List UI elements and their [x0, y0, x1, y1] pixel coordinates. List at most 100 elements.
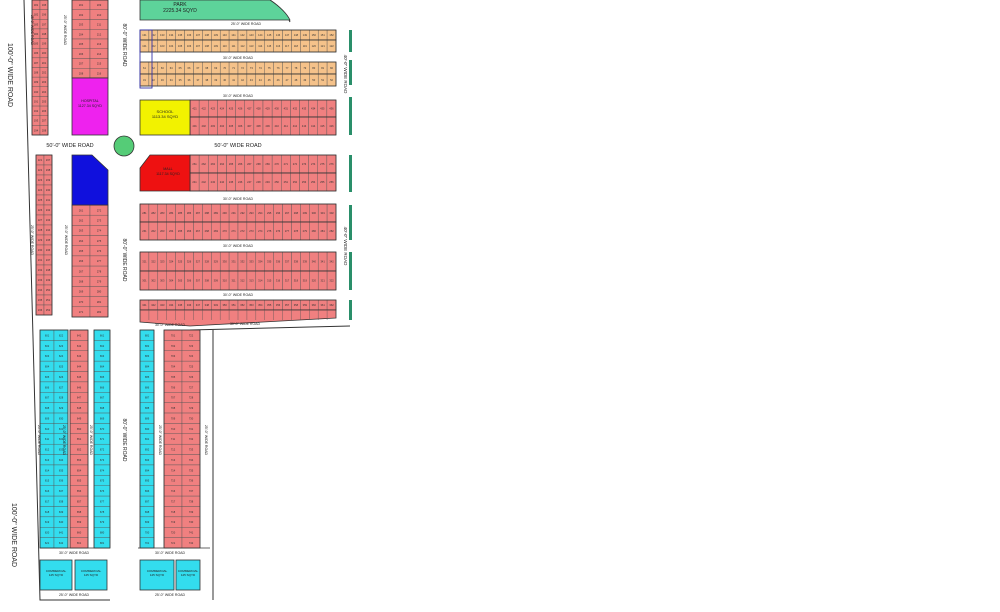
- plot-number: 312: [240, 279, 245, 283]
- plot-number: 336: [276, 260, 281, 264]
- road-label: 50'-0" WIDE ROAD: [46, 143, 93, 149]
- plot-number: 43: [250, 78, 253, 82]
- plot-number: 187: [34, 61, 39, 65]
- plot-number: 42: [241, 78, 244, 82]
- plot-number: 269: [79, 290, 84, 294]
- plot-number: 50: [312, 78, 315, 82]
- plot-number: 247: [247, 180, 252, 184]
- plot-number: 232: [38, 268, 43, 272]
- plot-number: 401: [192, 124, 197, 128]
- plot-number: 655: [77, 479, 82, 483]
- plot-number: 343: [160, 303, 165, 307]
- plot-number: 297: [285, 211, 290, 215]
- plot-number: 37: [196, 78, 199, 82]
- plot-number: 402: [202, 124, 207, 128]
- plot-number: 319: [303, 279, 308, 283]
- plot-number: 685: [145, 375, 150, 379]
- plot-number: 66: [188, 66, 191, 70]
- plot-number: 330: [222, 260, 227, 264]
- plot-number: 290: [222, 211, 227, 215]
- plot-number: 327: [196, 260, 201, 264]
- road-label: 25'-0" WIDE ROAD: [204, 425, 208, 456]
- plot-number: 630: [59, 416, 64, 420]
- plot-number: 615: [45, 479, 50, 483]
- plot-number: 276: [329, 162, 334, 166]
- plot-number: 344: [169, 303, 174, 307]
- road-label: 25'-0" WIDE ROAD: [63, 15, 67, 46]
- plot-number: 136: [187, 33, 192, 37]
- plot-number: 281: [320, 229, 325, 233]
- plot-number: 121: [320, 44, 325, 48]
- plot-number: 135: [178, 33, 183, 37]
- plot-number: 247: [46, 258, 51, 262]
- road-label: 40'-0" WIDE ROAD: [343, 227, 348, 266]
- plot-number: 199: [42, 42, 47, 46]
- plot-number: 47: [286, 78, 289, 82]
- road-label: 25'-0" WIDE ROAD: [89, 425, 93, 456]
- plot-number: 228: [38, 228, 43, 232]
- plot-number: 193: [34, 119, 39, 123]
- plot-number: 205: [42, 99, 47, 103]
- plot-number: 262: [151, 229, 156, 233]
- plot-number: 423: [211, 107, 216, 111]
- plot-number: 273: [97, 218, 102, 222]
- plot-number: 338: [294, 260, 299, 264]
- plot-number: 331: [231, 260, 236, 264]
- plot-number: 734: [189, 458, 194, 462]
- plot-number: 216: [97, 71, 102, 75]
- plot-number: 230: [38, 248, 43, 252]
- plot-number: 280: [312, 229, 317, 233]
- plot-number: 341: [320, 260, 325, 264]
- road-label: 25'-0" WIDE ROAD: [64, 225, 68, 256]
- road-label: 25'-0" WIDE ROAD: [59, 593, 90, 597]
- plot-number: 49: [303, 78, 306, 82]
- plot-number: 74: [259, 66, 262, 70]
- plot-number: 234: [38, 288, 43, 292]
- plot-number: 602: [45, 344, 50, 348]
- cyan-column-left: 6016026036046056066076086096106116126136…: [39, 329, 69, 549]
- plot-number: 651: [77, 437, 82, 441]
- plot-number: 306: [187, 279, 192, 283]
- road-label: 80'-0" WIDE ROAD: [121, 418, 127, 461]
- plot-number: 76: [277, 66, 280, 70]
- plot-number: 235: [38, 298, 43, 302]
- cyan-column-right-outline: [139, 329, 155, 549]
- commercial-plot-1-shape: [39, 559, 73, 591]
- road-label: 40'-0" WIDE ROAD: [343, 55, 348, 94]
- plot-number: 608: [45, 406, 50, 410]
- plot-number: 275: [320, 162, 325, 166]
- plot-number: 264: [169, 229, 174, 233]
- plot-number: 646: [77, 385, 82, 389]
- plot-number: 138: [205, 33, 210, 37]
- plot-number: 351: [231, 303, 236, 307]
- plot-number: 346: [187, 303, 192, 307]
- plot-number: 663: [100, 354, 105, 358]
- plot-number: 224: [38, 188, 43, 192]
- plot-number: 607: [45, 396, 50, 400]
- plot-number: 353: [249, 303, 254, 307]
- plot-number: 188: [34, 71, 39, 75]
- plot-number: 208: [79, 71, 84, 75]
- plot-number: 245: [46, 238, 51, 242]
- plot-number: 45: [268, 78, 271, 82]
- plot-number: 147: [285, 33, 290, 37]
- plot-number: 650: [77, 427, 82, 431]
- plot-number: 277: [97, 259, 102, 263]
- plot-number: 710: [171, 427, 176, 431]
- plot-number: 352: [240, 303, 245, 307]
- plot-number: 272: [240, 229, 245, 233]
- plot-number: 249: [265, 180, 270, 184]
- plot-number: 301: [142, 279, 147, 283]
- plot-number: 249: [46, 278, 51, 282]
- plot-number: 48: [294, 78, 297, 82]
- plot-number: 277: [285, 229, 290, 233]
- plot-number: 430: [275, 107, 280, 111]
- plot-number: 712: [171, 448, 176, 452]
- plot-number: 211: [97, 23, 102, 27]
- plot-number: 633: [59, 448, 64, 452]
- plot-number: 435: [320, 107, 325, 111]
